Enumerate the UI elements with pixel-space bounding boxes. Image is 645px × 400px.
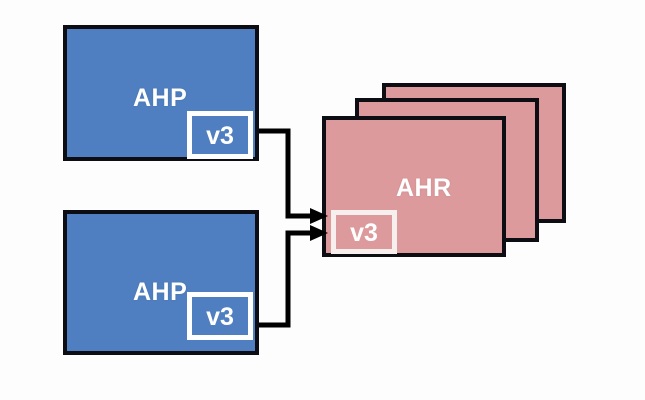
ahr-version-box[interactable]: v3: [331, 210, 397, 254]
ahr-label: AHR: [396, 174, 452, 202]
ahp-bottom-version-label: v3: [206, 302, 234, 331]
connector-ahp-bottom-to-ahr: [253, 230, 322, 328]
ahr-version-label: v3: [350, 218, 378, 247]
ahp-top-label: AHP: [133, 84, 188, 112]
ahp-bottom-version-box[interactable]: v3: [187, 292, 253, 340]
connector-ahp-top-to-ahr: [253, 128, 322, 219]
ahp-top-version-box[interactable]: v3: [187, 111, 253, 159]
ahp-top-version-label: v3: [206, 121, 234, 150]
ahp-bottom-label: AHP: [133, 278, 188, 306]
ahr-stack-layer-front[interactable]: AHR: [322, 116, 506, 257]
